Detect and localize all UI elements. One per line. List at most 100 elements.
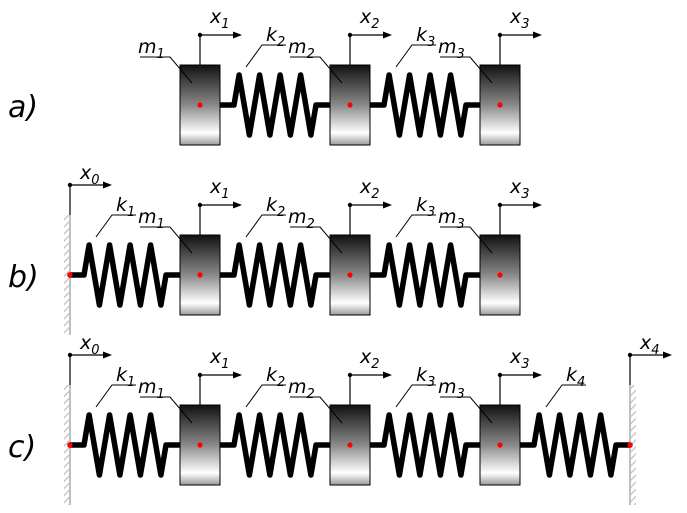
spring-label-k1: k1: [116, 194, 135, 220]
left-wall: [64, 385, 70, 505]
mass-center-dot: [347, 442, 353, 448]
mass-leader-m2: [290, 396, 343, 424]
spring-label-k3-index: 3: [427, 35, 435, 50]
spring-label-k2: k2: [266, 24, 285, 50]
displacement-x3-arrow-head: [533, 201, 542, 209]
mass-label-m1: m1: [138, 36, 165, 62]
displacement-label-x3-index: 3: [521, 187, 529, 202]
mass-leader-m2: [290, 56, 343, 84]
displacement-label-x3-symbol: x: [509, 176, 522, 198]
displacement-label-x2: x2: [359, 346, 380, 372]
mass-center-dot: [347, 102, 353, 108]
displacement-x1-arrow-head: [233, 201, 242, 209]
mass-center-dot: [197, 442, 203, 448]
mass-label-m2-symbol: m: [288, 376, 307, 398]
displacement-label-x1: x1: [209, 176, 230, 202]
displacement-label-x3-symbol: x: [509, 6, 522, 28]
spring-label-k1-symbol: k: [116, 194, 128, 216]
left-wall: [64, 215, 70, 335]
spring-k2: [217, 242, 333, 308]
wall-anchor-dot: [627, 442, 633, 448]
mass-leader-m3: [440, 56, 493, 84]
displacement-x3-arrow-head: [533, 31, 542, 39]
displacement-label-x3: x3: [509, 176, 530, 202]
wall-anchor-dot: [67, 272, 73, 278]
mass-label-m3: m3: [438, 36, 465, 62]
mass-label-m2-index: 2: [307, 217, 315, 232]
wall-displacement-head: [663, 351, 672, 359]
mass-label-m3: m3: [438, 376, 465, 402]
mass-label-m1-index: 1: [157, 47, 165, 62]
displacement-x2-arrow-head: [383, 201, 392, 209]
displacement-label-x1: x1: [209, 6, 230, 32]
spring-label-k2: k2: [266, 364, 285, 390]
spring-label-k3: k3: [416, 364, 435, 390]
mass-label-m1-symbol: m: [138, 206, 157, 228]
mass-label-m2-index: 2: [307, 47, 315, 62]
spring-leader-k4: [545, 384, 586, 408]
spring-k1: [67, 242, 183, 308]
spring-label-k3: k3: [416, 24, 435, 50]
spring-k3: [367, 242, 483, 308]
displacement-label-x3-index: 3: [521, 17, 529, 32]
mass-leader-m1: [140, 56, 193, 84]
wall-displacement-label-x0-index: 0: [91, 173, 99, 188]
spring-k4: [517, 412, 633, 478]
displacement-x1-arrow-head: [233, 31, 242, 39]
displacement-label-x2: x2: [359, 176, 380, 202]
displacement-label-x3: x3: [509, 6, 530, 32]
mass-label-m3-index: 3: [457, 217, 465, 232]
spring-k2: [217, 72, 333, 138]
spring-label-k1-index: 1: [127, 375, 135, 390]
mass-label-m1-index: 1: [157, 387, 165, 402]
displacement-x2-arrow-head: [383, 371, 392, 379]
spring-label-k2-symbol: k: [266, 24, 278, 46]
spring-leader-k2: [245, 44, 286, 68]
spring-label-k3-index: 3: [427, 205, 435, 220]
row-label: a): [8, 90, 38, 125]
spring-leader-k3: [395, 44, 436, 68]
wall-anchor-dot: [67, 442, 73, 448]
mass-label-m3: m3: [438, 206, 465, 232]
row-label: b): [8, 260, 39, 295]
displacement-label-x2-index: 2: [371, 187, 379, 202]
spring-label-k4: k4: [566, 364, 585, 390]
mass-label-m2: m2: [288, 36, 315, 62]
spring-label-k2-symbol: k: [266, 194, 278, 216]
mass-leader-m2: [290, 226, 343, 254]
mass-label-m2-index: 2: [307, 387, 315, 402]
mass-center-dot: [497, 272, 503, 278]
mass-label-m3-symbol: m: [438, 206, 457, 228]
mass-label-m1-symbol: m: [138, 36, 157, 58]
spring-label-k2-index: 2: [277, 205, 285, 220]
displacement-x1-arrow-head: [233, 371, 242, 379]
spring-label-k3: k3: [416, 194, 435, 220]
mass-center-dot: [197, 102, 203, 108]
spring-leader-k1: [95, 384, 136, 408]
mass-center-dot: [197, 272, 203, 278]
mass-label-m3-index: 3: [457, 47, 465, 62]
spring-label-k1: k1: [116, 364, 135, 390]
displacement-label-x1-index: 1: [221, 187, 229, 202]
displacement-label-x3-index: 3: [521, 357, 529, 372]
mass-label-m2-symbol: m: [288, 36, 307, 58]
wall-displacement-label-x4-symbol: x: [639, 332, 652, 354]
displacement-label-x2: x2: [359, 6, 380, 32]
mass-leader-m3: [440, 226, 493, 254]
spring-label-k4-index: 4: [577, 375, 585, 390]
displacement-label-x1-index: 1: [221, 17, 229, 32]
wall-displacement-label-x0: x0: [79, 162, 100, 188]
right-wall: [630, 385, 636, 505]
displacement-label-x2-index: 2: [371, 17, 379, 32]
displacement-label-x1-symbol: x: [209, 176, 222, 198]
spring-k3: [367, 72, 483, 138]
displacement-label-x1-index: 1: [221, 357, 229, 372]
displacement-label-x2-symbol: x: [359, 6, 372, 28]
displacement-label-x1-symbol: x: [209, 346, 222, 368]
spring-leader-k2: [245, 214, 286, 238]
wall-displacement-label-x0: x0: [79, 332, 100, 358]
wall-displacement-label-x0-symbol: x: [79, 332, 92, 354]
